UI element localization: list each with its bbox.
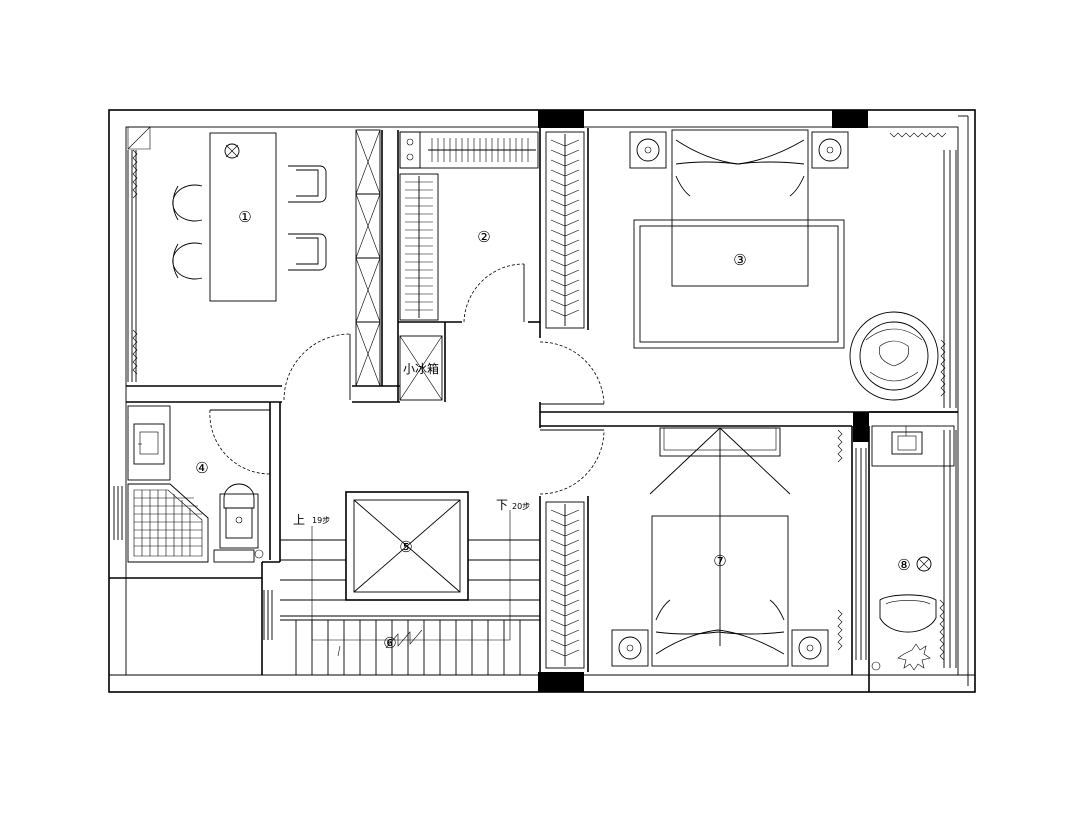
room-label-3: ③	[733, 251, 746, 269]
windows	[113, 150, 957, 668]
stairs-up-steps: 19步	[312, 516, 330, 525]
room-label-7: ⑦	[713, 552, 726, 570]
room-label-1: ①	[238, 208, 251, 226]
room-2-furniture	[399, 131, 585, 401]
room-label-5: ⑤	[399, 538, 412, 556]
room-label-4: ④	[195, 459, 208, 477]
room-label-6: ⑥	[383, 634, 396, 652]
room-1-furniture	[172, 129, 381, 387]
wall-columns	[538, 110, 869, 692]
room-4-furniture	[127, 405, 264, 563]
doors	[209, 263, 605, 495]
outer-walls	[108, 109, 976, 693]
interior-walls	[109, 128, 958, 692]
annotations: 小冰箱 上 19步 下 20步	[293, 361, 530, 527]
room-label-2: ②	[477, 228, 490, 246]
stairwell	[280, 491, 540, 675]
stairs-down-steps: 20步	[512, 502, 530, 511]
room-label-8: ⑧	[897, 556, 910, 574]
stairs-down-label: 下	[496, 498, 508, 512]
curtains	[127, 126, 947, 661]
room-3-furniture	[629, 129, 939, 401]
room-labels: ① ② ③ ④ ⑤ ⑥ ⑦ ⑧	[195, 208, 910, 652]
stairs-up-label: 上	[293, 513, 305, 527]
room-8-furniture	[871, 425, 955, 671]
mini-fridge-label: 小冰箱	[403, 361, 439, 376]
room-7-furniture	[545, 427, 829, 669]
